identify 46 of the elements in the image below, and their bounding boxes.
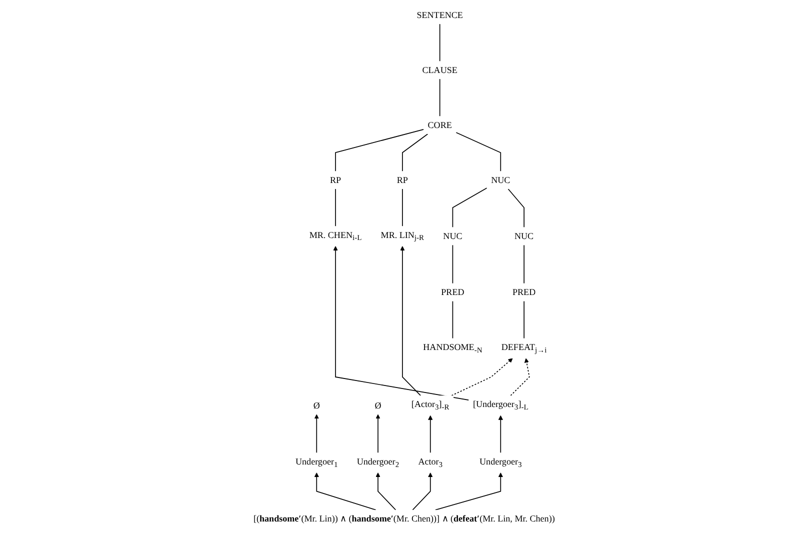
connector [452,300,454,339]
connector [402,134,428,172]
node-text: PRED [512,287,536,298]
node-text: PRED [441,287,465,298]
node-text: CLAUSE [422,64,458,76]
node-text: Actor$_{3}$ [418,456,443,469]
node-text: RP [397,174,408,186]
node-text: DEFEAT$_{j→i}$ [502,342,548,355]
node-text: HANDSOME$_{-N}$ [423,342,483,355]
connector [524,300,525,339]
node-text: Ø [375,400,382,410]
node-text: [(handsome′(Mr. Lin)) ∧ (handsome′(Mr. Chen))] ∧ (defeat′(Mr. Lin, Mr. Chen)) [254,514,556,524]
node-text: RP [330,174,342,186]
node-text: CORE [428,120,452,130]
connector [452,244,454,284]
connector [335,188,336,227]
arrow [314,414,320,454]
arrow [435,472,504,510]
node-text: SENTENCE [417,10,464,20]
arrow [314,472,377,510]
connector [452,188,488,228]
node-text: Undergoer$_{2}$ [357,456,400,469]
connector [524,244,525,284]
arrow [510,358,530,396]
node-text: Undergoer$_{3}$ [480,456,522,469]
node-text: MR. LIN$_{j-R}$ [381,230,424,242]
arrow [428,415,434,454]
node-text: NUC [491,174,510,186]
arrow [452,358,514,396]
node-text: Undergoer$_{1}$ [296,456,338,469]
connector [508,188,525,228]
node-text: Ø [314,400,320,410]
arrow [400,246,422,396]
connector [440,78,441,117]
node-text: NUC [443,231,463,242]
connector [456,132,502,172]
connector [335,129,424,172]
arrow [498,415,504,454]
node-text: NUC [514,231,534,242]
node-text: [Undergoer$_{3}$]$_{-L}$ [473,399,529,412]
connector [440,24,441,62]
arrow [376,472,396,510]
arrow [412,472,434,510]
node-text: MR. CHEN$_{i-L}$ [310,230,362,242]
arrow [376,414,381,454]
connector [402,188,404,227]
